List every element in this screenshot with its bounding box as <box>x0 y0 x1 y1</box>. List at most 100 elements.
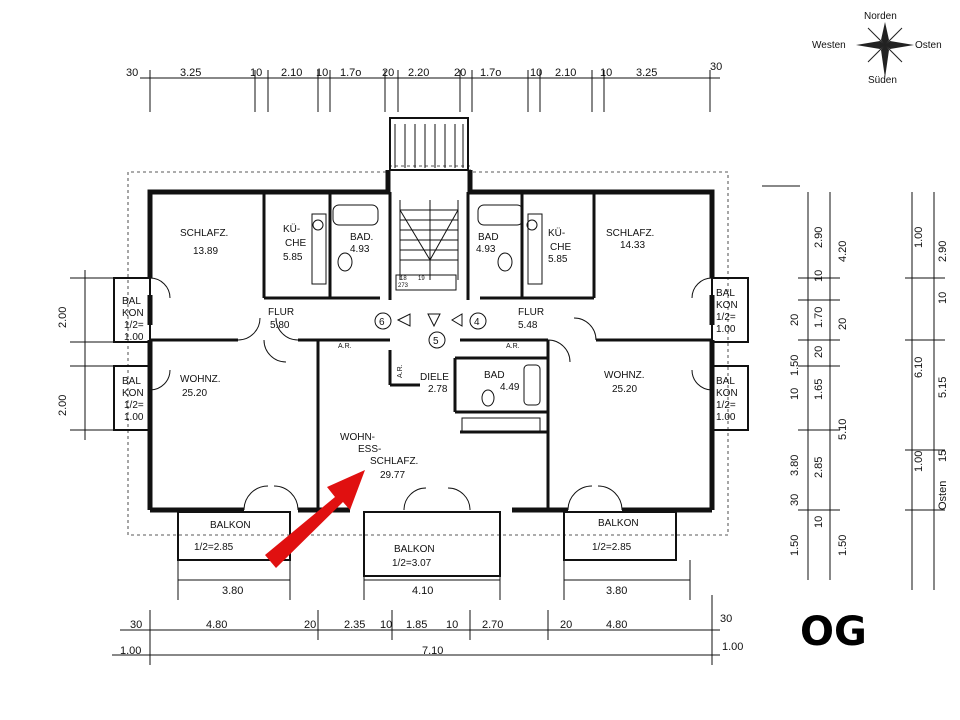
svg-text:3.80: 3.80 <box>789 455 801 476</box>
svg-text:30: 30 <box>130 619 142 631</box>
svg-text:1.00: 1.00 <box>913 227 925 248</box>
svg-text:10: 10 <box>937 292 949 304</box>
svg-text:3.25: 3.25 <box>636 67 657 79</box>
svg-text:273: 273 <box>398 283 409 289</box>
dimension-labels-bottom: 3.80 4.10 3.80 30 4.80 20 2.35 10 1.85 1… <box>120 585 743 657</box>
svg-text:30: 30 <box>789 494 801 506</box>
svg-text:10: 10 <box>250 67 262 79</box>
svg-text:1/2=2.85: 1/2=2.85 <box>194 542 234 553</box>
svg-text:20: 20 <box>454 67 466 79</box>
svg-text:1/2=: 1/2= <box>124 400 144 411</box>
compass-north: Norden <box>864 11 897 22</box>
dimension-chain-right <box>762 185 945 590</box>
svg-text:BALKON: BALKON <box>394 544 435 555</box>
svg-text:KON: KON <box>122 308 144 319</box>
compass-rose: Norden Westen Osten Süden <box>812 11 942 86</box>
svg-text:KON: KON <box>122 388 144 399</box>
room-kueche-west-name2: CHE <box>285 238 306 249</box>
svg-text:1.65: 1.65 <box>813 379 825 400</box>
room-bad-center-area: 4.49 <box>500 382 520 393</box>
svg-text:1.00: 1.00 <box>722 641 743 653</box>
svg-text:10: 10 <box>789 388 801 400</box>
svg-text:10: 10 <box>446 619 458 631</box>
svg-text:10: 10 <box>316 67 328 79</box>
svg-text:5: 5 <box>433 336 439 347</box>
room-wes-area: 29.77 <box>380 470 405 481</box>
svg-text:10: 10 <box>380 619 392 631</box>
svg-text:4.80: 4.80 <box>606 619 627 631</box>
svg-text:BAL: BAL <box>716 288 735 299</box>
roof-outline <box>127 165 729 536</box>
room-schlafz-west-name: SCHLAFZ. <box>180 228 228 239</box>
dimension-chain-bottom <box>112 560 720 665</box>
svg-text:1.00: 1.00 <box>716 412 736 423</box>
side-balconies <box>113 277 749 431</box>
room-bad-east-name: BAD <box>478 232 499 243</box>
stair-tower <box>389 117 469 171</box>
balcony-labels: BAL KON 1/2= 1.00 BAL KON 1/2= 1.00 BAL … <box>122 288 738 569</box>
dimension-labels-left: 2.00 2.00 <box>57 307 69 416</box>
svg-text:1.85: 1.85 <box>406 619 427 631</box>
svg-text:1.00: 1.00 <box>716 324 736 335</box>
room-diele-name: DIELE <box>420 372 449 383</box>
svg-text:5.15: 5.15 <box>937 377 949 398</box>
svg-text:6: 6 <box>379 317 385 328</box>
svg-text:3.25: 3.25 <box>180 67 201 79</box>
room-schlafz-west-area: 13.89 <box>193 246 218 257</box>
svg-text:1.00: 1.00 <box>124 332 144 343</box>
svg-text:10: 10 <box>813 270 825 282</box>
svg-text:4.10: 4.10 <box>412 585 433 597</box>
svg-text:3.80: 3.80 <box>606 585 627 597</box>
fixtures <box>311 204 543 433</box>
svg-text:10: 10 <box>813 516 825 528</box>
svg-text:5.10: 5.10 <box>837 419 849 440</box>
svg-text:18: 18 <box>400 276 407 282</box>
svg-text:20: 20 <box>382 67 394 79</box>
svg-text:4: 4 <box>474 317 480 328</box>
room-kueche-west-area: 5.85 <box>283 252 303 263</box>
room-wes-name3: SCHLAFZ. <box>370 456 418 467</box>
svg-text:20: 20 <box>813 346 825 358</box>
svg-text:1/2=: 1/2= <box>716 400 736 411</box>
ar-right: A.R. <box>506 343 520 350</box>
door-swings <box>149 277 713 511</box>
svg-text:1.7o: 1.7o <box>340 67 361 79</box>
room-bad-center-name: BAD <box>484 370 505 381</box>
room-wes-name2: ESS- <box>358 444 381 455</box>
room-flur-west-name: FLUR <box>268 307 294 318</box>
ar-left: A.R. <box>338 343 352 350</box>
room-kueche-east-name1: KÜ- <box>548 227 565 239</box>
svg-text:10: 10 <box>530 67 542 79</box>
svg-text:4.20: 4.20 <box>837 241 849 262</box>
dimension-chain-top <box>140 70 720 112</box>
svg-text:2.90: 2.90 <box>813 227 825 248</box>
svg-text:1.00: 1.00 <box>913 451 925 472</box>
room-wohnz-east-name: WOHNZ. <box>604 370 645 381</box>
svg-text:7.10: 7.10 <box>422 645 443 657</box>
svg-text:1.00: 1.00 <box>120 645 141 657</box>
room-schlafz-east-name: SCHLAFZ. <box>606 228 654 239</box>
svg-text:2.35: 2.35 <box>344 619 365 631</box>
ar-small: A.R. <box>397 364 404 378</box>
svg-text:10: 10 <box>600 67 612 79</box>
svg-text:2.20: 2.20 <box>408 67 429 79</box>
svg-text:BAL: BAL <box>716 376 735 387</box>
svg-text:20: 20 <box>304 619 316 631</box>
room-bad-east-area: 4.93 <box>476 244 496 255</box>
room-wohnz-west-name: WOHNZ. <box>180 374 221 385</box>
svg-text:1.00: 1.00 <box>124 412 144 423</box>
svg-text:2.10: 2.10 <box>555 67 576 79</box>
room-flur-east-area: 5.48 <box>518 320 538 331</box>
svg-text:6.10: 6.10 <box>913 357 925 378</box>
room-wohnz-east-area: 25.20 <box>612 384 637 395</box>
floor-label: OG <box>800 609 867 655</box>
svg-text:20: 20 <box>837 318 849 330</box>
svg-text:KON: KON <box>716 300 738 311</box>
room-bad-west-area: 4.93 <box>350 244 370 255</box>
svg-text:1/2=3.07: 1/2=3.07 <box>392 558 432 569</box>
svg-text:1.70: 1.70 <box>813 307 825 328</box>
svg-text:Osten: Osten <box>937 481 949 510</box>
svg-text:2.10: 2.10 <box>281 67 302 79</box>
svg-text:1/2=: 1/2= <box>124 320 144 331</box>
svg-text:3.80: 3.80 <box>222 585 243 597</box>
